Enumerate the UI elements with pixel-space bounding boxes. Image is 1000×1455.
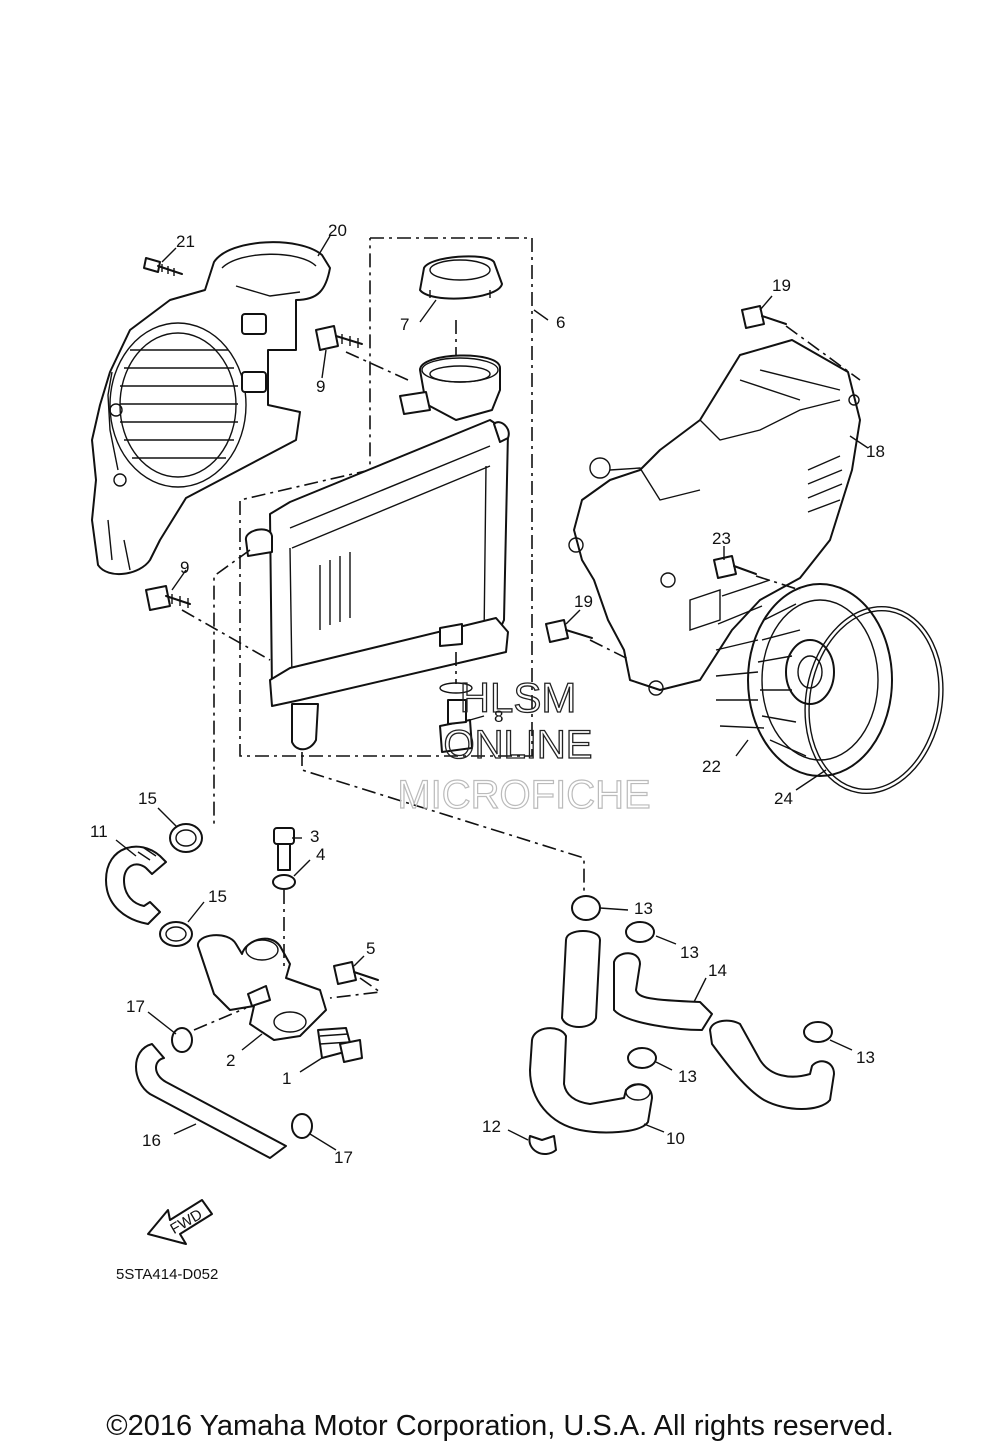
drain-bolt [439, 682, 473, 753]
callout-13d: 13 [856, 1048, 875, 1067]
hose-14 [613, 952, 835, 1110]
callout-18: 18 [866, 442, 885, 461]
callout-7: 7 [400, 315, 409, 334]
engine-side-cover [568, 339, 861, 696]
bolt-5 [333, 961, 379, 985]
cooling-fan [715, 579, 893, 777]
hose-11 [105, 845, 167, 925]
callout-22: 22 [702, 757, 721, 776]
callout-15-upper: 15 [138, 789, 157, 808]
callout-4: 4 [316, 845, 325, 864]
callout-13b: 13 [680, 943, 699, 962]
copyright-notice: ©2016 Yamaha Motor Corporation, U.S.A. A… [106, 1410, 894, 1442]
clamp-15-upper [169, 823, 203, 853]
callout-21: 21 [176, 232, 195, 251]
forward-arrow: FWD [147, 1199, 213, 1245]
radiator-cap [419, 255, 503, 300]
watermark-line-1: HLSM [460, 674, 577, 721]
washer-4 [272, 874, 296, 890]
bolt-9-upper [315, 325, 363, 351]
hose-10 [529, 1027, 653, 1134]
clamp-17-upper [171, 1027, 193, 1053]
clip-12 [528, 1135, 557, 1155]
leader-lines [115, 235, 869, 1151]
callout-19-upper: 19 [772, 276, 791, 295]
thermostat [317, 1027, 363, 1063]
callout-13c: 13 [678, 1067, 697, 1086]
callout-24: 24 [774, 789, 793, 808]
callout-14: 14 [708, 961, 727, 980]
connection-lines [181, 320, 861, 1031]
callout-12: 12 [482, 1117, 501, 1136]
callout-5: 5 [366, 939, 375, 958]
bolt-3 [273, 827, 295, 871]
callout-17-lower: 17 [334, 1148, 353, 1167]
radiator-cover [91, 241, 331, 576]
radiator-body [245, 354, 510, 751]
callout-19-lower: 19 [574, 592, 593, 611]
callout-16: 16 [142, 1131, 161, 1150]
clamp-13c [627, 1047, 657, 1069]
bolt-19-upper [741, 305, 787, 329]
drawing-code: 5STA414-D052 [116, 1266, 218, 1283]
clamp-13a [571, 895, 601, 921]
clamp-13b [625, 921, 655, 943]
callout-10: 10 [666, 1129, 685, 1148]
callout-6: 6 [556, 313, 565, 332]
clamp-17-lower [291, 1113, 313, 1139]
bolt-9-lower [145, 585, 191, 611]
watermark-line-3: MICROFICHE [397, 773, 650, 817]
radiator-assembly-boundary [239, 237, 533, 757]
callout-15-lower: 15 [208, 887, 227, 906]
callout-9-lower: 9 [180, 558, 189, 577]
callout-13a: 13 [634, 899, 653, 918]
callout-17-upper: 17 [126, 997, 145, 1016]
bolt-19-lower [545, 619, 593, 643]
hose-upper-straight [561, 930, 601, 1028]
callout-8: 8 [494, 707, 503, 726]
watermark: HLSM ONLINE MICROFICHE [397, 673, 652, 817]
hose-16 [135, 1043, 287, 1159]
callout-11: 11 [90, 822, 108, 841]
watermark-line-2: ONLINE [444, 723, 593, 767]
o-ring [804, 605, 944, 795]
callout-1: 1 [282, 1069, 291, 1088]
thermostat-housing [197, 934, 327, 1041]
clamp-13d [803, 1021, 833, 1043]
screw-21 [143, 257, 183, 276]
callout-labels: 21 20 7 6 9 19 18 9 23 19 8 22 24 15 11 … [90, 221, 885, 1167]
callout-9-upper: 9 [316, 377, 325, 396]
callout-2: 2 [226, 1051, 235, 1070]
bolt-23 [713, 555, 757, 579]
callout-23: 23 [712, 529, 731, 548]
callout-3: 3 [310, 827, 319, 846]
clamp-15-lower [159, 921, 193, 947]
callout-20: 20 [328, 221, 347, 240]
